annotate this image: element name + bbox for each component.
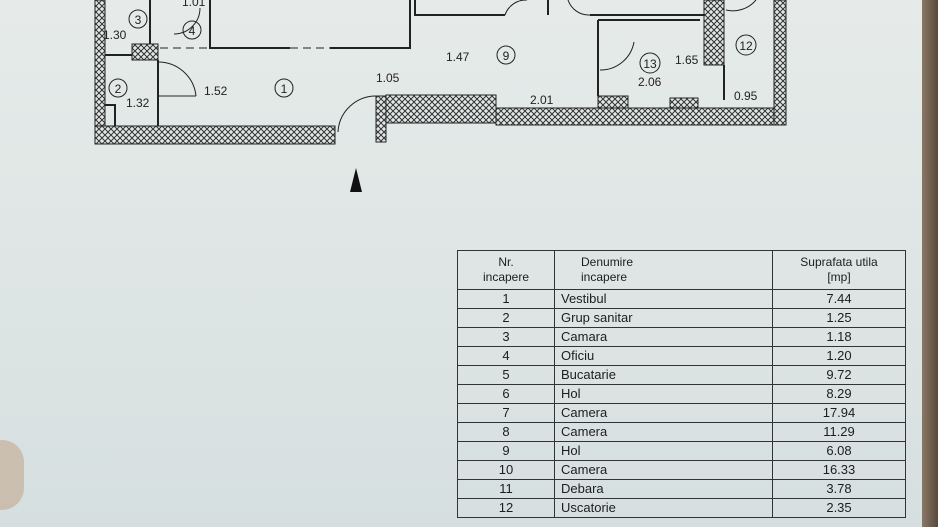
cell-room-name: Bucatarie [554,365,773,385]
dimension-label: 1.01 [182,0,206,9]
table-row: 10 Camera 16.33 [457,460,906,480]
entrance-arrow-icon [350,168,362,192]
room-number: 3 [135,13,142,27]
exterior-walls [94,0,787,145]
table-header-row: Nr. incapere Denumire incapere Suprafata… [457,250,906,290]
room-circle [108,78,128,98]
room-number: 1 [281,82,288,96]
dimension-label: 0.95 [734,89,758,103]
table-row: 9 Hol 6.08 [457,441,906,461]
cell-room-number: 1 [457,289,555,309]
dimension-label: 2.06 [638,75,662,89]
cell-room-name: Hol [554,441,773,461]
room-circle [128,9,148,29]
cell-room-name: Camera [554,422,773,442]
cell-area: 17.94 [772,403,906,423]
cell-room-number: 3 [457,327,555,347]
doors [157,0,757,133]
room-circle [639,52,661,74]
dimension-label: 2.01 [530,93,554,107]
cell-room-name: Grup sanitar [554,308,773,328]
cell-area: 2.35 [772,498,906,518]
table-row: 4 Oficiu 1.20 [457,346,906,366]
cell-room-name: Vestibul [554,289,773,309]
table-row: 12 Uscatorie 2.35 [457,498,906,518]
cell-room-number: 12 [457,498,555,518]
room-number: 4 [189,24,196,38]
cell-area: 3.78 [772,479,906,499]
room-number: 2 [115,82,122,96]
cell-area: 1.18 [772,327,906,347]
cell-area: 1.25 [772,308,906,328]
cell-room-number: 4 [457,346,555,366]
table-row: 5 Bucatarie 9.72 [457,365,906,385]
cell-room-name: Camara [554,327,773,347]
cell-room-name: Uscatorie [554,498,773,518]
table-row: 3 Camara 1.18 [457,327,906,347]
finger-edge [0,440,24,510]
header-room-name: Denumire incapere [554,250,773,290]
table-row: 7 Camera 17.94 [457,403,906,423]
cell-room-number: 11 [457,479,555,499]
cell-area: 8.29 [772,384,906,404]
cell-room-name: Debara [554,479,773,499]
room-circle [735,34,757,56]
room-circle [182,20,202,40]
cell-room-number: 7 [457,403,555,423]
cell-room-number: 6 [457,384,555,404]
dimension-label: 1.32 [126,96,150,110]
cell-area: 7.44 [772,289,906,309]
cell-area: 1.20 [772,346,906,366]
table-row: 1 Vestibul 7.44 [457,289,906,309]
header-usable-area: Suprafata utila [mp] [772,250,906,290]
dimension-label: 1.52 [204,84,228,98]
room-number: 9 [503,49,510,63]
cell-room-name: Camera [554,460,773,480]
table-row: 11 Debara 3.78 [457,479,906,499]
cell-area: 16.33 [772,460,906,480]
cell-room-name: Camera [554,403,773,423]
table-row: 6 Hol 8.29 [457,384,906,404]
cell-room-number: 10 [457,460,555,480]
dimension-label: 1.47 [446,50,470,64]
header-room-number: Nr. incapere [457,250,555,290]
room-number: 13 [643,57,657,71]
cell-room-number: 2 [457,308,555,328]
dimension-label: 1.05 [376,71,400,85]
rooms-area-table: Nr. incapere Denumire incapere Suprafata… [457,250,906,518]
room-circle [274,78,294,98]
dimension-label: 1.30 [103,28,127,42]
cell-room-name: Hol [554,384,773,404]
cell-room-name: Oficiu [554,346,773,366]
table-row: 8 Camera 11.29 [457,422,906,442]
dimension-label: 1.65 [675,53,699,67]
cell-room-number: 9 [457,441,555,461]
cell-room-number: 5 [457,365,555,385]
background-edge [922,0,938,527]
cell-area: 6.08 [772,441,906,461]
table-row: 2 Grup sanitar 1.25 [457,308,906,328]
cell-area: 9.72 [772,365,906,385]
room-circle [496,45,516,65]
room-number: 12 [739,39,753,53]
cell-area: 11.29 [772,422,906,442]
cell-room-number: 8 [457,422,555,442]
